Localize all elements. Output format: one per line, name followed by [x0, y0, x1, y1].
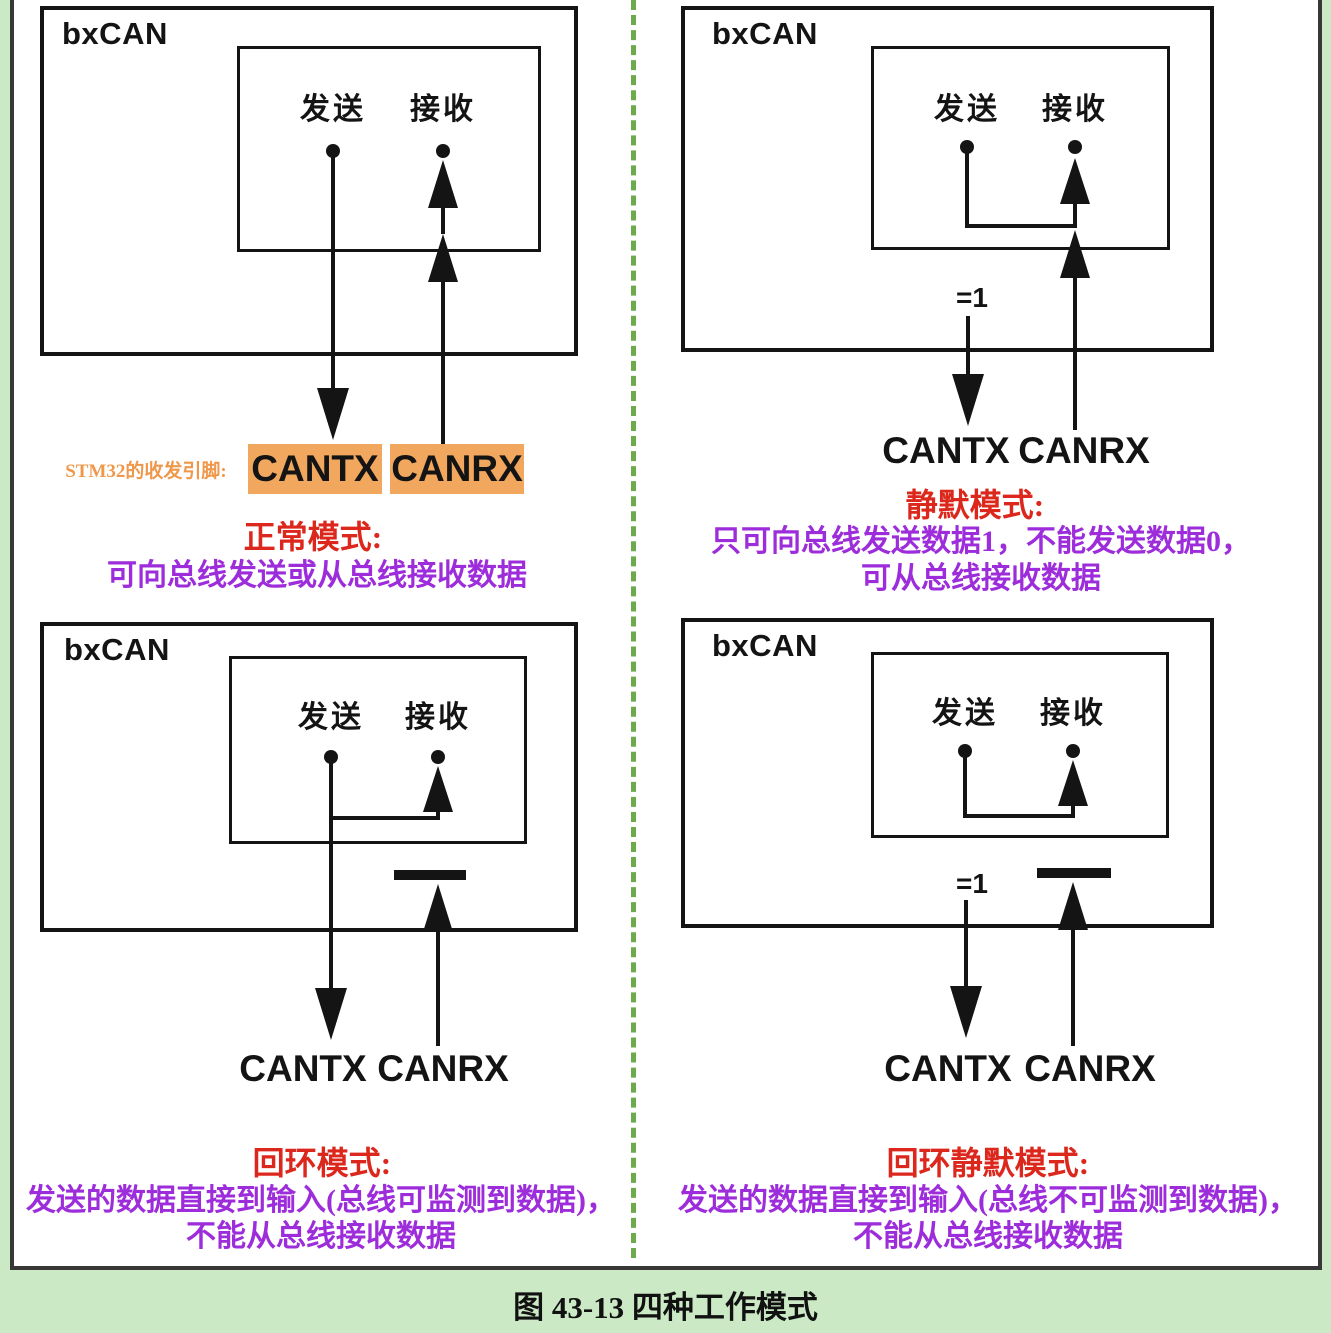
tx-node-dot: [958, 744, 972, 758]
stm32-pin-note: STM32的收发引脚:: [65, 461, 227, 482]
loopback-branch-line: [329, 816, 440, 820]
can-core-inner-box: [229, 656, 527, 844]
cantx-arrowhead-down-icon: [317, 388, 349, 440]
rx-node-dot: [436, 144, 450, 158]
tx-internal-line: [963, 756, 967, 818]
canrx-arrowhead-up-icon: [1060, 230, 1090, 278]
figure-panel: [10, 0, 1322, 1270]
bxcan-label: bxCAN: [712, 16, 818, 51]
cantx-line: [966, 316, 970, 374]
loopback-connector-line: [963, 814, 1075, 818]
tx-node-dot: [324, 750, 338, 764]
tx-node-dot: [960, 140, 974, 154]
tx-internal-line: [965, 152, 969, 228]
can-core-inner-box: [237, 46, 541, 252]
canrx-line: [1073, 276, 1077, 430]
bxcan-label: bxCAN: [64, 632, 170, 667]
cantx-arrowhead-down-icon: [952, 374, 984, 426]
cantx-pin-label: CANTX: [882, 430, 1010, 471]
cantx-line: [331, 156, 335, 388]
mode-title: 回环静默模式:: [886, 1145, 1090, 1181]
canrx-line: [1071, 928, 1075, 1046]
bus-disconnect-bar: [394, 870, 466, 880]
can-core-inner-box: [871, 652, 1169, 838]
mode-title: 回环模式:: [252, 1145, 392, 1181]
rx-line-segment: [1073, 202, 1077, 228]
rx-arrowhead-up-icon: [423, 766, 453, 812]
rx-node-dot: [1068, 140, 1082, 154]
bus-disconnect-bar: [1037, 868, 1111, 878]
rx-port-label: 接收: [405, 701, 471, 734]
canrx-line-segment: [441, 206, 445, 234]
rx-arrowhead-up-icon: [1058, 760, 1088, 806]
cantx-arrowhead-down-icon: [950, 986, 982, 1038]
bxcan-outer-box: [681, 6, 1214, 352]
canrx-pin-label: CANRX: [1018, 430, 1150, 471]
rx-node-dot: [1066, 744, 1080, 758]
tx-node-dot: [326, 144, 340, 158]
canrx-arrowhead-up-icon: [428, 234, 458, 282]
canrx-arrowhead-up-icon: [428, 160, 458, 208]
tx-port-label: 发送: [932, 697, 998, 730]
can-core-inner-box: [871, 46, 1170, 250]
mode-description-line2: 不能从总线接收数据: [186, 1220, 456, 1253]
cantx-pin-label: CANTX: [239, 1048, 367, 1089]
recessive-gate-label: =1: [956, 868, 988, 899]
rx-arrowhead-up-icon: [1060, 158, 1090, 204]
recessive-gate-label: =1: [956, 282, 988, 313]
canrx-pin-label: CANRX: [1024, 1048, 1156, 1089]
bxcan-label: bxCAN: [712, 628, 818, 663]
canrx-arrowhead-up-icon: [423, 884, 453, 932]
cantx-pin-label: CANTX: [248, 444, 382, 494]
mode-description-line1: 只可向总线发送数据1，不能发送数据0，: [711, 525, 1251, 558]
bxcan-outer-box: [40, 6, 578, 356]
mode-title: 正常模式:: [243, 519, 383, 555]
figure-caption: 图 43-13 四种工作模式: [513, 1290, 818, 1325]
cantx-line: [964, 900, 968, 986]
cantx-arrowhead-down-icon: [315, 988, 347, 1040]
tx-port-label: 发送: [298, 701, 364, 734]
tx-port-label: 发送: [934, 93, 1000, 126]
canrx-line: [441, 280, 445, 444]
bxcan-outer-box: [40, 622, 578, 932]
bxcan-label: bxCAN: [62, 16, 168, 51]
quadrant-divider-dashed-line: [631, 0, 636, 1258]
canrx-arrowhead-up-icon: [1058, 882, 1088, 930]
mode-description-line1: 发送的数据直接到输入(总线不可监测到数据)，: [678, 1184, 1298, 1217]
cantx-pin-label: CANTX: [884, 1048, 1012, 1089]
rx-node-dot: [431, 750, 445, 764]
mode-description-line2: 不能从总线接收数据: [853, 1220, 1123, 1253]
tx-port-label: 发送: [300, 93, 366, 126]
rx-port-label: 接收: [410, 93, 476, 126]
rx-port-label: 接收: [1042, 93, 1108, 126]
mode-description-line1: 发送的数据直接到输入(总线可监测到数据)，: [26, 1184, 616, 1217]
canrx-line: [436, 930, 440, 1046]
bxcan-outer-box: [681, 618, 1214, 928]
mode-description-line1: 可向总线发送或从总线接收数据: [107, 559, 527, 592]
rx-line-segment: [1071, 804, 1075, 816]
cantx-line: [329, 762, 333, 988]
canrx-pin-label: CANRX: [377, 1048, 509, 1089]
rx-line-segment: [436, 808, 440, 818]
loopback-connector-line: [965, 224, 1077, 228]
mode-title: 静默模式:: [905, 487, 1045, 523]
canrx-pin-label: CANRX: [390, 444, 524, 494]
mode-description-line2: 可从总线接收数据: [861, 562, 1101, 595]
rx-port-label: 接收: [1040, 697, 1106, 730]
